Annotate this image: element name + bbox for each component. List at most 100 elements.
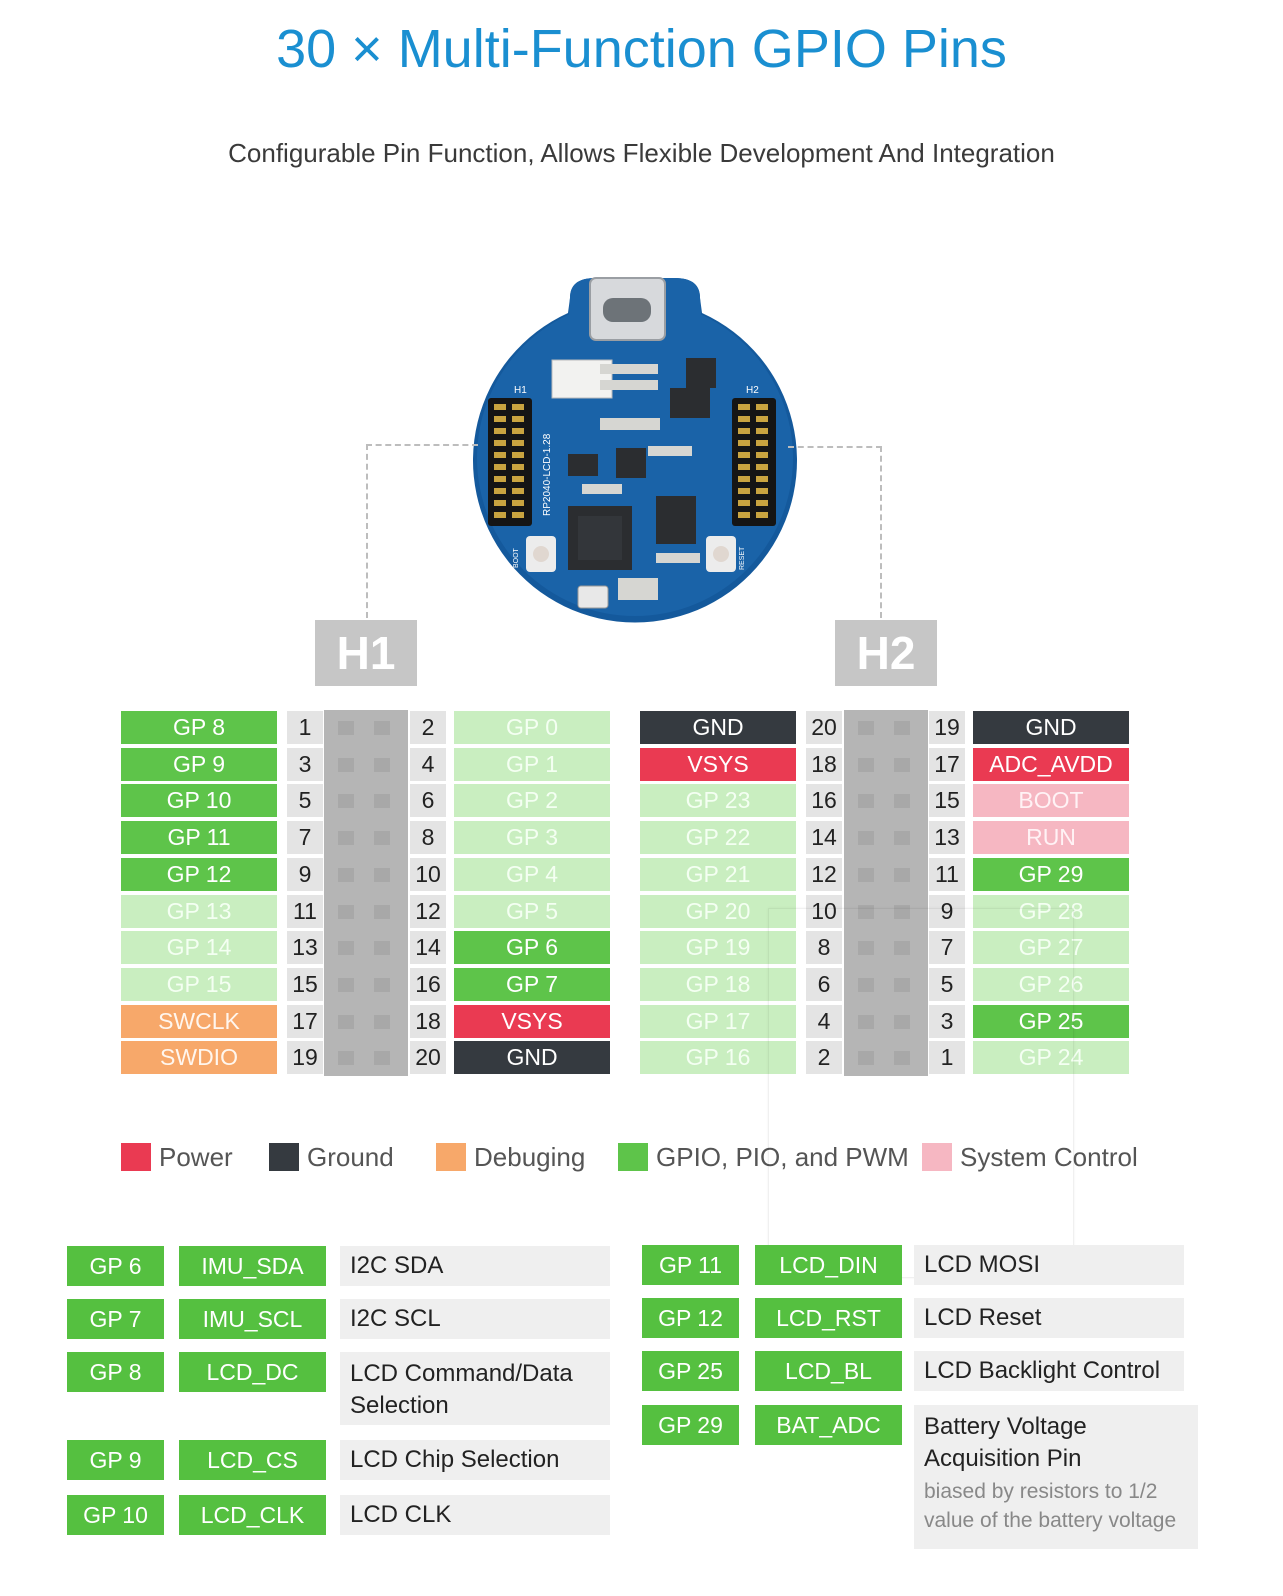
board-pin bbox=[494, 440, 506, 446]
h1-pin-hole bbox=[374, 941, 390, 956]
legend-swatch bbox=[436, 1143, 466, 1171]
legend-swatch bbox=[618, 1143, 648, 1171]
h1-pin-hole bbox=[374, 1014, 390, 1029]
board-pin bbox=[494, 404, 506, 410]
h2-pin-number: 3 bbox=[929, 1004, 965, 1038]
h2-pin-number: 16 bbox=[806, 784, 842, 818]
board-pin bbox=[756, 428, 768, 434]
board-pin bbox=[494, 476, 506, 482]
h2-pin-number: 10 bbox=[806, 894, 842, 928]
board-pin bbox=[738, 500, 750, 506]
function-signal: LCD_RST bbox=[755, 1298, 902, 1338]
h1-pin-number: 16 bbox=[410, 967, 446, 1001]
h2-pin-label: GP 27 bbox=[973, 931, 1129, 965]
board-model-label: RP2040-LCD-1.28 bbox=[542, 433, 553, 516]
board-pin bbox=[512, 500, 524, 506]
h1-pin-hole bbox=[338, 721, 354, 735]
h1-pin-number: 19 bbox=[287, 1041, 323, 1075]
h2-pin-hole bbox=[858, 867, 874, 882]
board-pin bbox=[494, 452, 506, 458]
board-pin bbox=[756, 464, 768, 470]
legend-label: Ground bbox=[307, 1141, 394, 1172]
h1-pin-label: GP 12 bbox=[121, 857, 277, 891]
h1-pin-number: 14 bbox=[410, 931, 446, 965]
h1-pin-number: 17 bbox=[287, 1004, 323, 1038]
board-pin bbox=[494, 512, 506, 518]
h1-pin-label: GP 0 bbox=[454, 711, 610, 744]
function-description: I2C SDA bbox=[340, 1246, 610, 1286]
h1-pin-label: GP 5 bbox=[454, 894, 610, 928]
board-pin bbox=[738, 428, 750, 434]
function-gpio: GP 7 bbox=[67, 1299, 164, 1339]
function-gpio: GP 10 bbox=[67, 1495, 164, 1535]
h2-pin-number: 4 bbox=[806, 1004, 842, 1038]
h2-pin-label: RUN bbox=[973, 821, 1129, 855]
h2-pin-label: ADC_AVDD bbox=[973, 747, 1129, 781]
legend-label: Debuging bbox=[474, 1141, 586, 1172]
h2-pin-number: 14 bbox=[806, 821, 842, 855]
legend-swatch bbox=[922, 1143, 952, 1171]
board-pin bbox=[512, 488, 524, 494]
board-image: H1 H2 RP2040-LCD-1.28 BOOT RESET bbox=[470, 268, 800, 638]
h2-pin-hole bbox=[894, 904, 910, 919]
h1-pin-number: 7 bbox=[287, 821, 323, 855]
legend-label: Power bbox=[159, 1141, 233, 1172]
h2-pin-label: GP 22 bbox=[640, 821, 796, 855]
h1-pin-label: GP 13 bbox=[121, 894, 277, 928]
function-signal: IMU_SDA bbox=[179, 1246, 326, 1286]
board-reset-label: RESET bbox=[739, 546, 746, 570]
h1-connector-line bbox=[366, 444, 478, 618]
h2-pin-number: 13 bbox=[929, 821, 965, 855]
board-pin bbox=[512, 404, 524, 410]
board-pin bbox=[756, 440, 768, 446]
h1-pin-hole bbox=[374, 1051, 390, 1066]
h1-pin-hole bbox=[338, 941, 354, 956]
h2-pin-label: GP 16 bbox=[640, 1041, 796, 1075]
h2-pin-hole bbox=[894, 831, 910, 846]
board-pin bbox=[756, 512, 768, 518]
board-boot-label: BOOT bbox=[513, 547, 520, 568]
h1-header-body bbox=[324, 710, 408, 1076]
h2-pin-hole bbox=[894, 1051, 910, 1066]
board-pin bbox=[756, 500, 768, 506]
function-description: LCD Chip Selection bbox=[340, 1440, 610, 1480]
function-gpio: GP 9 bbox=[67, 1440, 164, 1480]
h2-pin-hole bbox=[858, 831, 874, 846]
board-pin bbox=[738, 464, 750, 470]
h1-pin-label: GP 10 bbox=[121, 784, 277, 818]
board-pin bbox=[738, 440, 750, 446]
h2-pin-hole bbox=[894, 757, 910, 772]
function-gpio: GP 6 bbox=[67, 1246, 164, 1286]
function-description: I2C SCL bbox=[340, 1299, 610, 1339]
h2-pin-hole bbox=[894, 721, 910, 735]
h2-pin-label: GP 28 bbox=[973, 894, 1129, 928]
board-h1-label: H1 bbox=[514, 385, 527, 396]
h2-pin-label: GND bbox=[973, 711, 1129, 744]
function-description: LCD MOSI bbox=[914, 1245, 1184, 1285]
h2-pin-number: 11 bbox=[929, 857, 965, 891]
h2-pin-hole bbox=[858, 977, 874, 992]
h2-pin-number: 19 bbox=[929, 711, 965, 744]
h1-pin-number: 13 bbox=[287, 931, 323, 965]
h1-pin-number: 2 bbox=[410, 711, 446, 744]
h2-pin-number: 12 bbox=[806, 857, 842, 891]
legend-label: GPIO, PIO, and PWM bbox=[656, 1141, 909, 1172]
h2-pin-hole bbox=[894, 794, 910, 809]
h2-pin-hole bbox=[894, 867, 910, 882]
legend-item: Debuging bbox=[436, 1140, 585, 1174]
overlay-frame bbox=[768, 908, 1074, 1278]
h2-pin-hole bbox=[894, 1014, 910, 1029]
h1-pin-label: GP 11 bbox=[121, 821, 277, 855]
h1-pin-number: 10 bbox=[410, 857, 446, 891]
h2-pin-label: GP 21 bbox=[640, 857, 796, 891]
h1-pin-number: 5 bbox=[287, 784, 323, 818]
board-pin bbox=[494, 488, 506, 494]
h1-pin-hole bbox=[374, 904, 390, 919]
board-pin bbox=[512, 464, 524, 470]
h1-pin-label: GP 14 bbox=[121, 931, 277, 965]
h1-pin-label: GP 2 bbox=[454, 784, 610, 818]
h2-pin-label: GP 26 bbox=[973, 967, 1129, 1001]
h2-pin-hole bbox=[858, 941, 874, 956]
board-pin bbox=[756, 404, 768, 410]
